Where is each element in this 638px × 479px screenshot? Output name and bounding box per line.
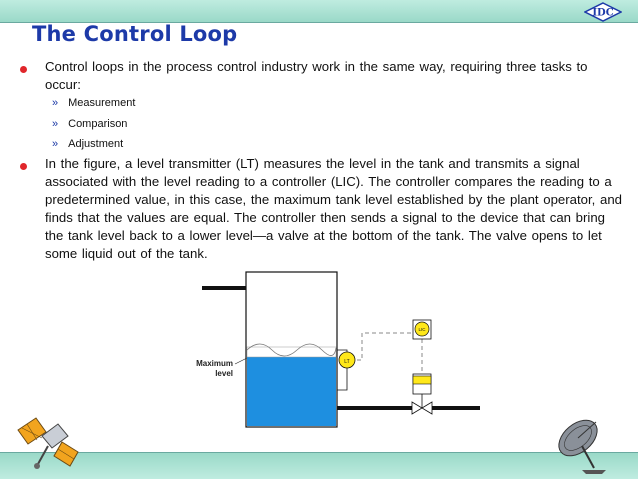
lt-tap-lower [337,368,348,391]
max-level-label: level [215,369,233,378]
max-level-pointer [234,357,248,365]
logo-text: IDC [592,8,613,19]
controller-lic [414,321,430,337]
inlet-pipe [202,286,246,290]
max-level-band [246,346,337,358]
sub-item-comparison: »Comparison [52,118,128,130]
bullet-icon [20,163,27,170]
idc-logo: IDC [584,2,622,22]
valve-body-left [411,401,423,415]
satellite-icon [17,417,79,469]
outlet-pipe [337,406,412,410]
wave-line [246,343,337,357]
chevron-right-icon: » [52,138,59,150]
sub-item-adjustment: »Adjustment [52,138,124,150]
page-title: The Control Loop [32,22,238,46]
valve-body-right [421,401,433,415]
signal-line-lt-to-lic [357,332,413,361]
lic-label: LIC [418,327,426,332]
valve-actuator-top [412,375,432,385]
level-transmitter [338,351,356,369]
outlet-pipe [432,406,480,410]
satellite-dish-icon [558,419,606,474]
footer-band [0,452,638,479]
bullet-text-1: Control loops in the process control ind… [45,59,588,92]
max-level-label: Maximum [196,359,233,368]
sub-item-measurement: »Measurement [52,97,136,109]
chevron-right-icon: » [52,97,59,109]
chevron-right-icon: » [52,118,59,130]
header-band [0,0,638,23]
bullet-text-2: In the figure, a level transmitter (LT) … [45,156,622,261]
tank-liquid [247,357,336,426]
lt-label: LT [344,359,349,365]
bullet-icon [20,66,27,73]
